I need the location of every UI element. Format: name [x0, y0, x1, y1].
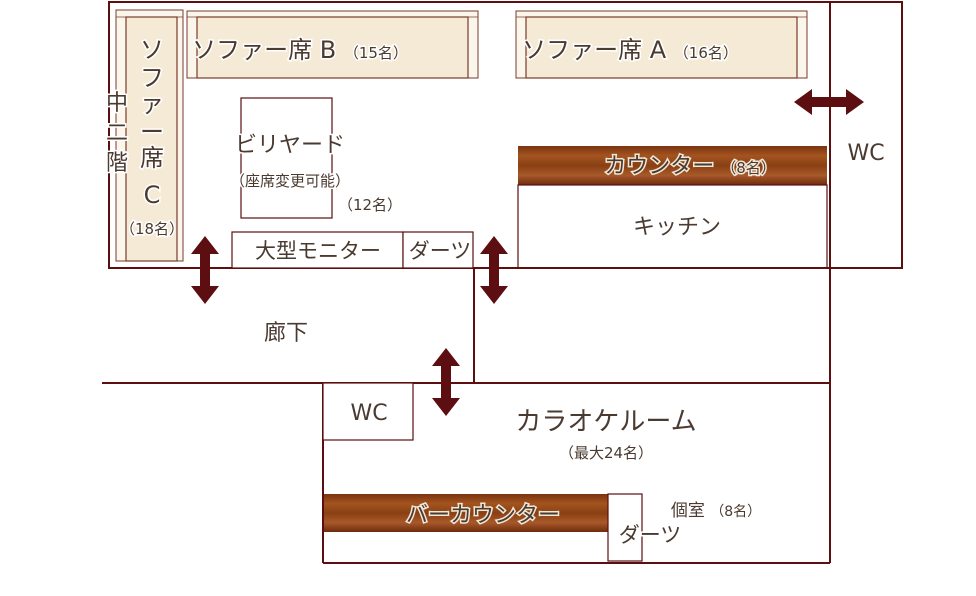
wc-top-name: WC: [847, 141, 884, 166]
counter-name: カウンター: [604, 154, 714, 179]
karaoke-capacity: （最大24名）: [559, 444, 653, 462]
karaoke-area: カラオケルーム （最大24名）: [514, 406, 698, 464]
mezzanine-char-2: 二: [106, 121, 128, 146]
arrow-karaoke-icon: [432, 348, 460, 416]
wc-bottom-name: WC: [350, 401, 387, 426]
arrow-mid-stairs-icon: [480, 236, 508, 304]
sofa-c-char-2: フ: [140, 64, 164, 92]
mezzanine-label: 中 二 階: [104, 90, 129, 178]
corridor-area: 廊下: [262, 320, 309, 348]
corridor-name: 廊下: [264, 321, 308, 346]
sofa-c-char-5: 席: [140, 144, 164, 172]
kitchen-area: キッチン: [517, 184, 828, 269]
darts-bottom-name: ダーツ: [619, 523, 682, 547]
sofa-c-capacity: （18名）: [120, 220, 184, 238]
billiards-area: ビリヤード （座席変更可能） （12名）: [228, 97, 404, 219]
sofa-a-capacity: （16名）: [674, 44, 738, 62]
upper-floor-walls: [108, 1, 903, 269]
karaoke-name: カラオケルーム: [515, 407, 696, 437]
darts-top-area: ダーツ: [402, 231, 474, 269]
billiards-note: （座席変更可能）: [230, 172, 350, 190]
bar-counter-name: バーカウンター: [406, 503, 560, 528]
svg-text:ソファー席 A （16名）: ソファー席 A （16名）: [522, 36, 738, 64]
sofa-b-name: ソファー席 B: [192, 36, 336, 64]
darts-top-name: ダーツ: [409, 239, 472, 263]
svg-text:カウンター （8名）: カウンター （8名）: [604, 154, 776, 179]
sofa-c-char-4: ー: [140, 118, 164, 146]
darts-bottom-area: ダーツ: [607, 493, 683, 562]
sofa-a-name: ソファー席 A: [522, 36, 667, 64]
sofa-b-capacity: （15名）: [344, 44, 408, 62]
billiards-name: ビリヤード: [235, 133, 345, 158]
arrow-wc-icon: [794, 89, 864, 115]
monitor-name: 大型モニター: [255, 239, 381, 263]
billiards-capacity: （12名）: [338, 196, 402, 214]
wc-bottom-area: WC: [322, 382, 414, 441]
sofa-c-char-1: ソ: [140, 36, 164, 64]
private-room-capacity: （8名）: [710, 504, 761, 520]
wc-top-area: WC: [846, 140, 886, 168]
svg-text:ソファー席 B （15名）: ソファー席 B （15名）: [192, 36, 408, 64]
sofa-c: ソ フ ァ ー 席 C （18名）: [115, 9, 186, 262]
arrow-left-stairs-icon: [191, 236, 219, 304]
mezzanine-char-1: 中: [106, 91, 128, 116]
counter-area: カウンター （8名）: [518, 146, 827, 185]
svg-text:個室 （8名）: 個室 （8名）: [671, 501, 761, 521]
sofa-a: ソファー席 A （16名）: [515, 10, 808, 79]
sofa-c-char-6: C: [144, 181, 161, 209]
sofa-b: ソファー席 B （15名）: [186, 10, 479, 79]
private-room-name: 個室: [671, 501, 705, 521]
monitor-area: 大型モニター: [231, 231, 404, 269]
sofa-c-char-3: ァ: [140, 90, 164, 118]
private-room-area: 個室 （8名）: [669, 500, 762, 523]
kitchen-name: キッチン: [633, 215, 721, 240]
counter-capacity: （8名）: [721, 159, 776, 177]
mezzanine-char-3: 階: [106, 151, 128, 176]
bar-counter-area: バーカウンター: [324, 494, 608, 532]
